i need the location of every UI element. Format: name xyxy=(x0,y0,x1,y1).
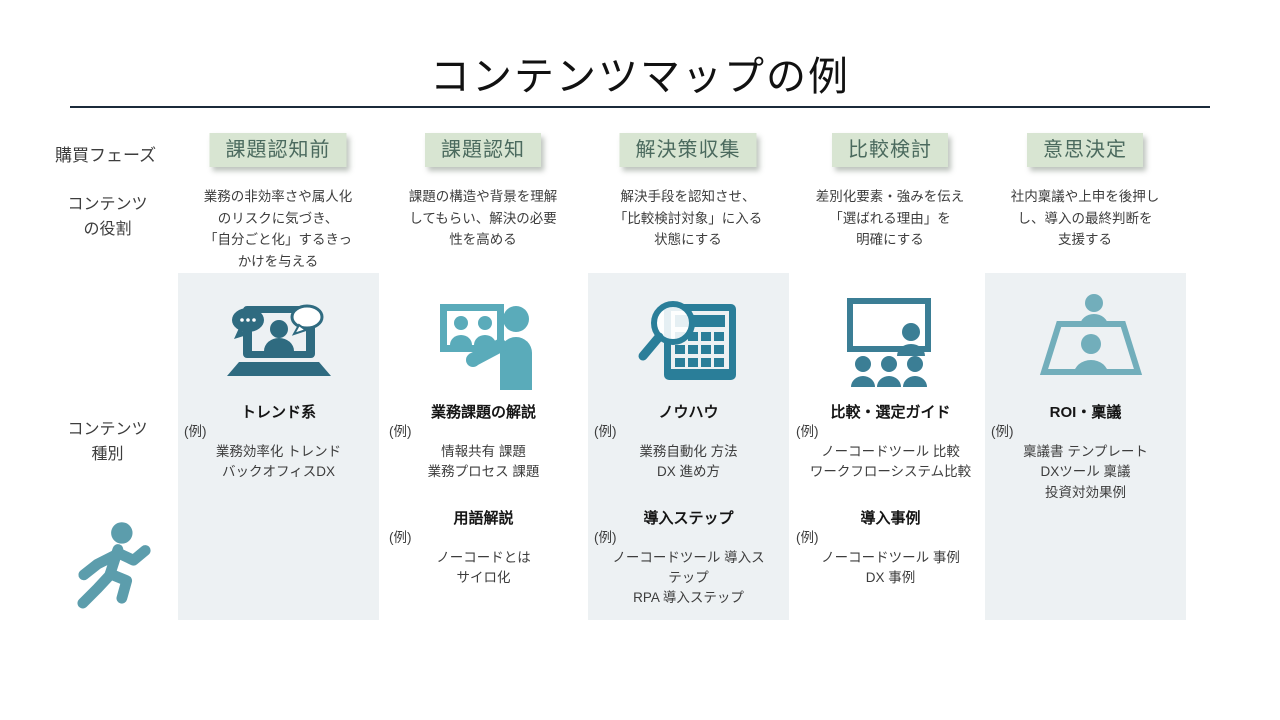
content-group: トレンド系 (例) 業務効率化 トレンド バックオフィスDX xyxy=(178,403,379,483)
title-underline xyxy=(70,106,1210,108)
meeting-table-icon xyxy=(985,285,1186,395)
content-column-5: ROI・稟議 (例) 稟議書 テンプレート DXツール 稟議 投資対効果例 xyxy=(985,273,1186,620)
content-group: 比較・選定ガイド (例) ノーコードツール 比較 ワークフローシステム比較 xyxy=(790,403,991,483)
content-group-title: 比較・選定ガイド xyxy=(830,404,951,421)
content-group-title: トレンド系 xyxy=(240,404,316,421)
content-group: 導入ステップ (例) ノーコードツール 導入ス テップ RPA 導入ステップ xyxy=(588,509,789,609)
content-group: ROI・稟議 (例) 稟議書 テンプレート DXツール 稟議 投資対効果例 xyxy=(985,403,1186,503)
presenter-screen-icon xyxy=(383,285,584,395)
phase-chip-awareness: 課題認知 xyxy=(425,133,541,167)
example-label: (例) xyxy=(796,424,819,440)
phase-rail-label: 購買フェーズ xyxy=(55,146,157,165)
content-group: 用語解説 (例) ノーコードとは サイロ化 xyxy=(383,509,584,589)
example-label: (例) xyxy=(594,424,617,440)
role-rail-label: コンテンツ の役割 xyxy=(67,196,148,238)
content-group: ノウハウ (例) 業務自動化 方法 DX 進め方 xyxy=(588,403,789,483)
example-list: 稟議書 テンプレート DXツール 稟議 投資対効果例 xyxy=(1023,444,1148,500)
running-person-icon xyxy=(76,520,154,623)
phase-chip-decision: 意思決定 xyxy=(1027,133,1143,167)
role-text-col1: 業務の非効率さや属人化 のリスクに気づき、 「自分ごと化」するきっ かけを与える xyxy=(203,189,353,269)
content-group-title: 業務課題の解説 xyxy=(430,404,536,421)
example-list: 業務効率化 トレンド バックオフィスDX xyxy=(215,444,342,480)
role-text-col4: 差別化要素・強みを伝え 「選ばれる理由」を 明確にする xyxy=(815,189,965,248)
role-text-col3: 解決手段を認知させ、 「比較検討対象」に入る 状態にする xyxy=(613,189,763,248)
content-group-title: 導入事例 xyxy=(860,509,921,527)
phase-chip-awareness-pre: 課題認知前 xyxy=(209,133,347,167)
content-group-title: 用語解説 xyxy=(453,509,514,527)
example-label: (例) xyxy=(796,529,819,545)
content-group: 業務課題の解説 (例) 情報共有 課題 業務プロセス 課題 xyxy=(383,403,584,483)
content-group-title: ROI・稟議 xyxy=(1049,404,1122,421)
content-column-1: トレンド系 (例) 業務効率化 トレンド バックオフィスDX xyxy=(178,273,379,620)
role-text-col5: 社内稟議や上申を後押し し、導入の最終判断を 支援する xyxy=(1010,189,1160,248)
example-label: (例) xyxy=(184,424,207,440)
example-list: ノーコードツール 比較 ワークフローシステム比較 xyxy=(809,444,972,480)
example-list: ノーコードツール 導入ス テップ RPA 導入ステップ xyxy=(612,549,765,606)
content-column-4: 比較・選定ガイド (例) ノーコードツール 比較 ワークフローシステム比較 導入… xyxy=(790,273,991,620)
example-list: 業務自動化 方法 DX 進め方 xyxy=(639,444,738,480)
example-list: ノーコードとは サイロ化 xyxy=(436,549,531,586)
example-label: (例) xyxy=(991,424,1014,440)
example-label: (例) xyxy=(389,529,412,545)
content-group-title: ノウハウ xyxy=(658,404,719,421)
role-text-col2: 課題の構造や背景を理解 してもらい、解決の必要 性を高める xyxy=(408,189,558,248)
type-rail-label: コンテンツ 種別 xyxy=(67,421,148,463)
phase-chip-solution-gathering: 解決策収集 xyxy=(619,133,757,167)
magnifier-spreadsheet-icon xyxy=(588,285,789,395)
phase-chip-comparison: 比較検討 xyxy=(832,133,948,167)
seminar-audience-icon xyxy=(790,285,991,395)
example-list: 情報共有 課題 業務プロセス 課題 xyxy=(427,444,540,480)
content-column-3: ノウハウ (例) 業務自動化 方法 DX 進め方 導入ステップ (例) ノーコー… xyxy=(588,273,789,620)
example-list: ノーコードツール 事例 DX 事例 xyxy=(821,549,960,586)
content-column-2: 業務課題の解説 (例) 情報共有 課題 業務プロセス 課題 用語解説 (例) ノ… xyxy=(383,273,584,620)
example-label: (例) xyxy=(594,529,617,545)
content-group-title: 導入ステップ xyxy=(643,509,734,527)
page-title: コンテンツマップの例 xyxy=(430,55,850,99)
content-group: 導入事例 (例) ノーコードツール 事例 DX 事例 xyxy=(790,509,991,589)
example-label: (例) xyxy=(389,424,412,440)
laptop-video-chat-icon xyxy=(178,285,379,395)
